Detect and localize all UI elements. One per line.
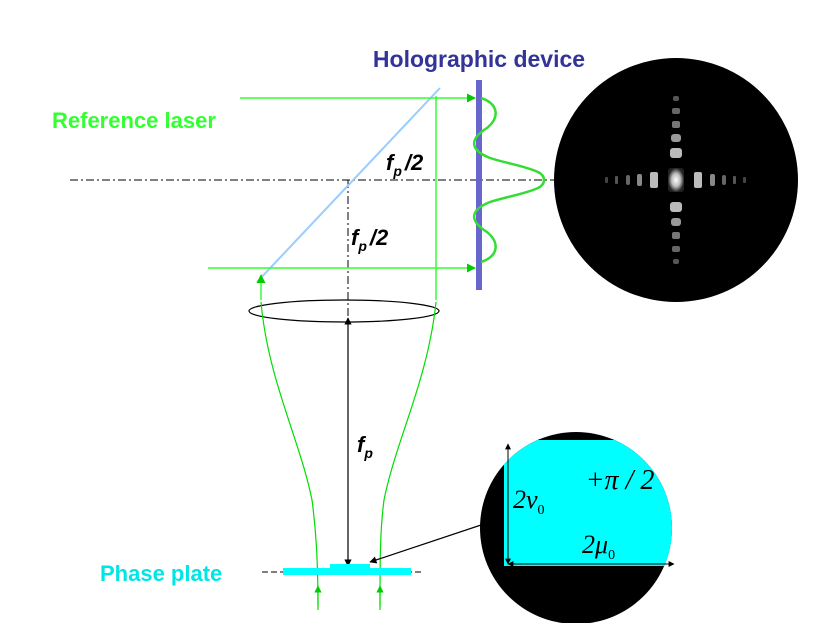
holographic-device-plate (476, 80, 482, 290)
inset-height-label: 2ν0 (513, 485, 545, 518)
diffraction-pattern-inset (554, 58, 798, 302)
svg-text:2μ0: 2μ0 (582, 530, 615, 563)
svg-text:fp: fp (357, 432, 373, 461)
inset-width-label: 2μ0 (582, 530, 615, 563)
beam-splitter-mirror (256, 87, 441, 283)
fp-half-upper-label: fp/2 (386, 150, 424, 179)
reference-laser-label: Reference laser (52, 108, 216, 133)
lens (248, 299, 440, 323)
fp-half-lower-label: fp/2 (351, 225, 389, 254)
phase-plate-zoom-inset (480, 432, 675, 623)
phase-plate (262, 564, 424, 575)
inset-pointer-arrow (369, 517, 503, 564)
holographic-device-label: Holographic device (373, 46, 585, 72)
beam-envelope-right (379, 301, 437, 611)
intensity-profile-curve (473, 96, 546, 264)
inset-phase-value: +π / 2 (586, 465, 655, 496)
phase-plate-label: Phase plate (100, 561, 222, 586)
fp-label: fp (357, 432, 373, 461)
svg-text:fp/2: fp/2 (386, 150, 424, 179)
svg-text:fp/2: fp/2 (351, 225, 389, 254)
svg-text:2ν0: 2ν0 (513, 485, 545, 518)
beam-envelope-left (260, 301, 319, 611)
